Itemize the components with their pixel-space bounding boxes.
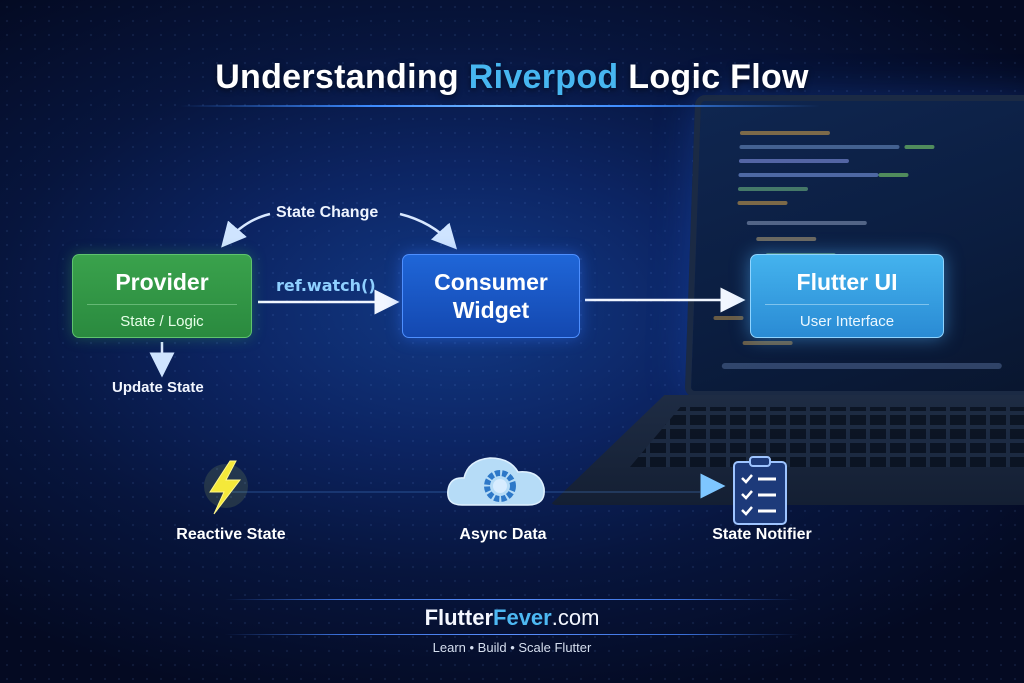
brand-name: FlutterFever.com (0, 605, 1024, 631)
clipboard-checklist-icon (733, 456, 787, 525)
consumer-title: Consumer Widget (403, 255, 579, 324)
brand-part-com: .com (551, 605, 600, 630)
flutter-ui-divider (765, 304, 929, 305)
page-title: Understanding Riverpod Logic Flow (0, 58, 1024, 97)
state-change-arrow-left (221, 212, 271, 248)
flutter-ui-title: Flutter UI (796, 269, 898, 295)
tagline: Learn • Build • Scale Flutter (432, 640, 592, 655)
provider-subtitle: State / Logic (120, 313, 204, 330)
consumer-title-line2: Widget (452, 297, 530, 323)
brand-part-flutter: Flutter (424, 605, 494, 630)
brand-part-fever: Fever (493, 605, 552, 630)
feature-async-data-label: Async Data (459, 526, 547, 543)
update-state-label: Update State (112, 379, 204, 396)
title-accent: Riverpod (468, 58, 619, 96)
flutter-ui-subtitle: User Interface (799, 313, 895, 330)
consumer-title-line1: Consumer (434, 269, 548, 295)
provider-node: Provider State / Logic (72, 254, 252, 338)
cloud-icon (447, 457, 545, 506)
flutter-ui-node: Flutter UI User Interface (750, 254, 944, 338)
state-change-arrow-right (399, 212, 458, 250)
ref-watch-label: ref.watch() (276, 276, 376, 295)
provider-divider (87, 304, 237, 305)
footer-bottom-line (225, 634, 799, 635)
title-suffix: Logic Flow (628, 58, 809, 96)
laptop-keyboard (630, 407, 1024, 467)
title-underline (180, 105, 820, 107)
provider-title: Provider (115, 269, 209, 295)
feature-reactive-state-label: Reactive State (176, 526, 286, 543)
state-change-label: State Change (276, 204, 379, 221)
footer-top-line (225, 599, 799, 600)
title-prefix: Understanding (215, 58, 459, 96)
lightning-icon (204, 460, 248, 515)
consumer-widget-node: Consumer Widget (402, 254, 580, 338)
feature-state-notifier-label: State Notifier (712, 526, 812, 543)
